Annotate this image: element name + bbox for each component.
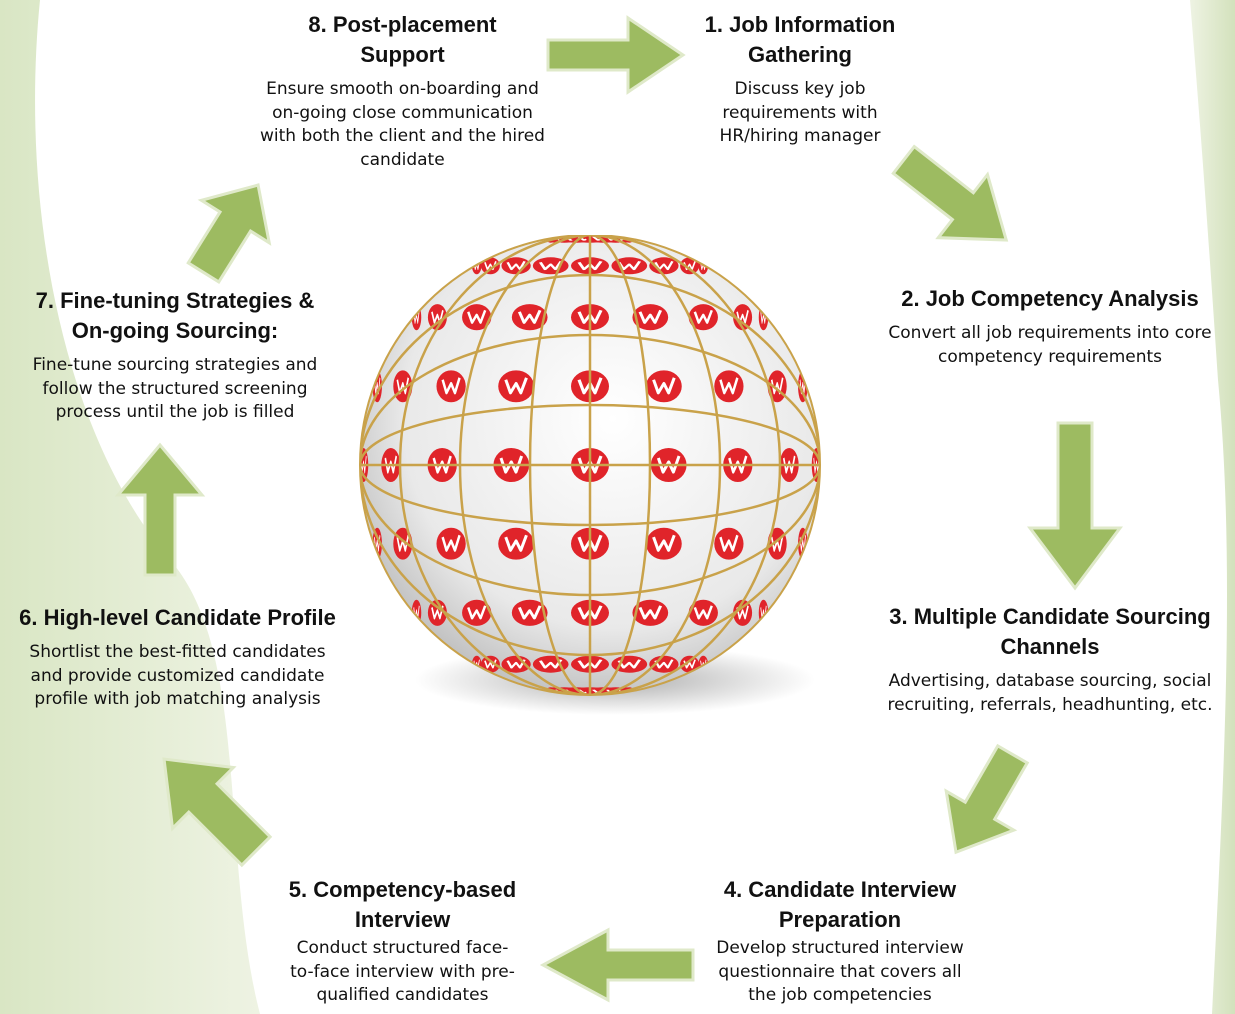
step-1: 1. Job Information Gathering Discuss key… (660, 10, 940, 149)
w-logo-icon (501, 655, 531, 673)
left-wave (0, 0, 260, 1014)
w-logo-icon (680, 655, 700, 673)
right-wave (1190, 0, 1235, 1014)
w-logo-icon (511, 599, 548, 626)
step-4-title: 4. Candidate Interview Preparation (723, 877, 957, 932)
step-3-title: 3. Multiple Candidate Sourcing Channels (889, 604, 1211, 659)
w-logo-icon (501, 257, 531, 275)
w-logo-icon (436, 527, 466, 560)
step-7-description: Fine-tune sourcing strategies and follow… (32, 355, 318, 422)
step-3: 3. Multiple Candidate Sourcing Channels … (870, 602, 1230, 717)
step-8-description: Ensure smooth on-boarding and on-going c… (260, 79, 545, 170)
step-4: 4. Candidate Interview Preparation Devel… (680, 875, 1000, 1008)
step-1-description: Discuss key job requirements with HR/hir… (719, 79, 881, 146)
step-2-title: 2. Job Competency Analysis (901, 286, 1199, 311)
w-logo-icon (714, 527, 744, 560)
step-5: 5. Competency-based Interview Conduct st… (270, 875, 535, 1008)
w-logo-icon (480, 655, 500, 673)
w-logo-icon (462, 304, 492, 331)
w-logo-icon (532, 655, 569, 673)
w-logo-icon (688, 304, 718, 331)
w-logo-icon (427, 304, 447, 331)
w-logo-icon (649, 257, 679, 275)
arrow-icon (162, 757, 273, 868)
step-8: 8. Post-placement Support Ensure smooth … (255, 10, 550, 172)
arrow-icon (944, 743, 1030, 855)
w-logo-icon (632, 304, 669, 331)
step-7: 7. Fine-tuning Strategies & On-going Sou… (15, 286, 335, 425)
w-logo-icon (646, 370, 682, 403)
arrow-icon (546, 15, 686, 95)
arrow-icon (114, 442, 206, 577)
w-logo-icon (436, 370, 466, 403)
step-3-description: Advertising, database sourcing, social r… (887, 671, 1213, 715)
step-4-description: Develop structured interview questionnai… (716, 938, 964, 1005)
w-logo-icon (532, 257, 569, 275)
w-logo-icon (427, 599, 447, 626)
arrow-icon (186, 183, 272, 285)
w-logo-icon (646, 527, 682, 560)
globe-grid (360, 235, 820, 695)
step-8-title: 8. Post-placement Support (308, 12, 497, 67)
w-logo-icon (733, 599, 753, 626)
step-6-title: 6. High-level Candidate Profile (19, 605, 336, 630)
globe-icon (359, 235, 821, 715)
step-6-description: Shortlist the best-fitted candidates and… (29, 642, 326, 709)
arrow-icon (539, 927, 695, 1003)
step-2-description: Convert all job requirements into core c… (888, 323, 1212, 367)
w-logo-icon (688, 599, 718, 626)
w-logo-icon (462, 599, 492, 626)
arrow-icon (891, 144, 1009, 242)
step-1-title: 1. Job Information Gathering (704, 12, 896, 67)
step-5-description: Conduct structured face-to-face intervie… (290, 938, 515, 1005)
w-logo-icon (714, 370, 744, 403)
step-2: 2. Job Competency Analysis Convert all j… (875, 284, 1225, 369)
w-logo-icon (498, 370, 534, 403)
w-logo-icon (649, 655, 679, 673)
w-logo-icon (511, 304, 548, 331)
w-logo-icon (632, 599, 669, 626)
w-logo-icon (611, 257, 648, 275)
step-6: 6. High-level Candidate Profile Shortlis… (5, 603, 350, 712)
arrow-icon (1027, 421, 1123, 591)
step-5-title: 5. Competency-based Interview (288, 877, 517, 932)
w-logo-icon (498, 527, 534, 560)
step-7-title: 7. Fine-tuning Strategies & On-going Sou… (35, 288, 315, 343)
w-logo-icon (611, 655, 648, 673)
